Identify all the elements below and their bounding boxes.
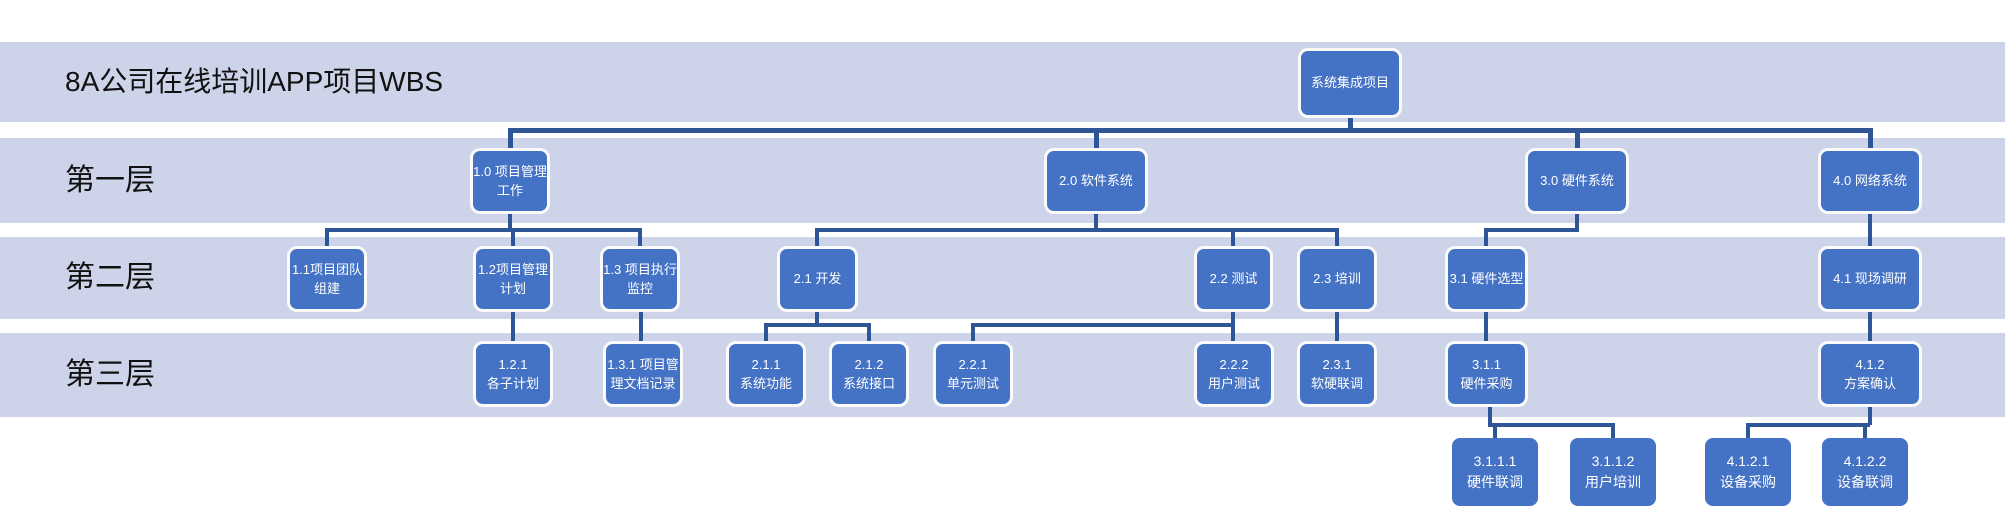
connector-line — [508, 214, 512, 230]
node-4-1-2-1[interactable]: 4.1.2.1 设备采购 — [1705, 438, 1791, 506]
connector-line — [764, 323, 768, 341]
node-2-0[interactable]: 2.0 软件系统 — [1044, 148, 1148, 214]
node-2-2-2[interactable]: 2.2.2 用户测试 — [1194, 341, 1274, 407]
connector-line — [325, 228, 642, 232]
node-2-3[interactable]: 2.3 培训 — [1297, 246, 1377, 312]
connector-line — [1611, 423, 1615, 438]
row-label-level-2: 第二层 — [65, 261, 155, 294]
connector-line — [815, 312, 819, 325]
connector-line — [639, 312, 643, 341]
page-title: 8A公司在线培训APP项目WBS — [65, 66, 444, 97]
node-2-1-2[interactable]: 2.1.2 系统接口 — [829, 341, 909, 407]
node-2-2[interactable]: 2.2 测试 — [1194, 246, 1273, 312]
connector-line — [1868, 312, 1872, 341]
connector-line — [638, 228, 642, 246]
node-1-2-1[interactable]: 1.2.1 各子计划 — [473, 341, 553, 407]
connector-line — [764, 323, 871, 327]
connector-line — [815, 228, 819, 246]
connector-line — [1868, 407, 1872, 425]
node-1-0[interactable]: 1.0 项目管理 工作 — [470, 148, 550, 214]
connector-line — [508, 131, 513, 148]
connector-line — [1746, 423, 1750, 438]
node-4-1-2-2[interactable]: 4.1.2.2 设备联调 — [1822, 438, 1908, 506]
connector-line — [1575, 214, 1579, 230]
connector-line — [1094, 214, 1098, 230]
node-2-1-1[interactable]: 2.1.1 系统功能 — [726, 341, 806, 407]
row-label-level-3: 第三层 — [65, 358, 155, 391]
connector-line — [508, 128, 1873, 133]
node-4-1-2[interactable]: 4.1.2 方案确认 — [1818, 341, 1922, 407]
row-label-level-1: 第一层 — [65, 164, 155, 197]
node-1-1[interactable]: 1.1项目团队 组建 — [287, 246, 367, 312]
node-3-1-1-1[interactable]: 3.1.1.1 硬件联调 — [1452, 438, 1538, 506]
connector-line — [1575, 131, 1580, 148]
connector-line — [1488, 407, 1492, 425]
connector-line — [1484, 312, 1488, 341]
node-3-0[interactable]: 3.0 硬件系统 — [1525, 148, 1629, 214]
connector-line — [1863, 423, 1867, 438]
node-root[interactable]: 系统集成项目 — [1298, 48, 1402, 118]
node-3-1-1-2[interactable]: 3.1.1.2 用户培训 — [1570, 438, 1656, 506]
connector-line — [1335, 312, 1339, 341]
connector-line — [1335, 228, 1339, 246]
connector-line — [867, 323, 871, 341]
connector-line — [1488, 423, 1615, 427]
band-title-row — [0, 42, 2005, 122]
node-2-1[interactable]: 2.1 开发 — [777, 246, 858, 312]
connector-line — [1868, 131, 1873, 148]
node-3-1-1[interactable]: 3.1.1 硬件采购 — [1445, 341, 1528, 407]
node-1-3[interactable]: 1.3 项目执行 监控 — [600, 246, 680, 312]
node-3-1[interactable]: 3.1 硬件选型 — [1445, 246, 1528, 312]
connector-line — [1484, 228, 1488, 246]
connector-line — [971, 323, 975, 341]
connector-line — [1231, 228, 1235, 246]
node-2-3-1[interactable]: 2.3.1 软硬联调 — [1297, 341, 1377, 407]
node-1-3-1[interactable]: 1.3.1 项目管 理文档记录 — [603, 341, 683, 407]
connector-line — [1348, 114, 1353, 130]
connector-line — [1493, 423, 1497, 438]
connector-line — [511, 228, 515, 246]
connector-line — [971, 323, 1235, 327]
connector-line — [815, 228, 1339, 232]
node-4-0[interactable]: 4.0 网络系统 — [1818, 148, 1922, 214]
connector-line — [1746, 423, 1870, 427]
node-4-1[interactable]: 4.1 现场调研 — [1818, 246, 1922, 312]
band-level-1 — [0, 138, 2005, 223]
node-2-2-1[interactable]: 2.2.1 单元测试 — [933, 341, 1013, 407]
connector-line — [1484, 228, 1579, 232]
connector-line — [511, 312, 515, 341]
connector-line — [1094, 131, 1099, 148]
connector-line — [325, 228, 329, 246]
connector-line — [1868, 214, 1872, 246]
node-1-2[interactable]: 1.2项目管理 计划 — [473, 246, 553, 312]
